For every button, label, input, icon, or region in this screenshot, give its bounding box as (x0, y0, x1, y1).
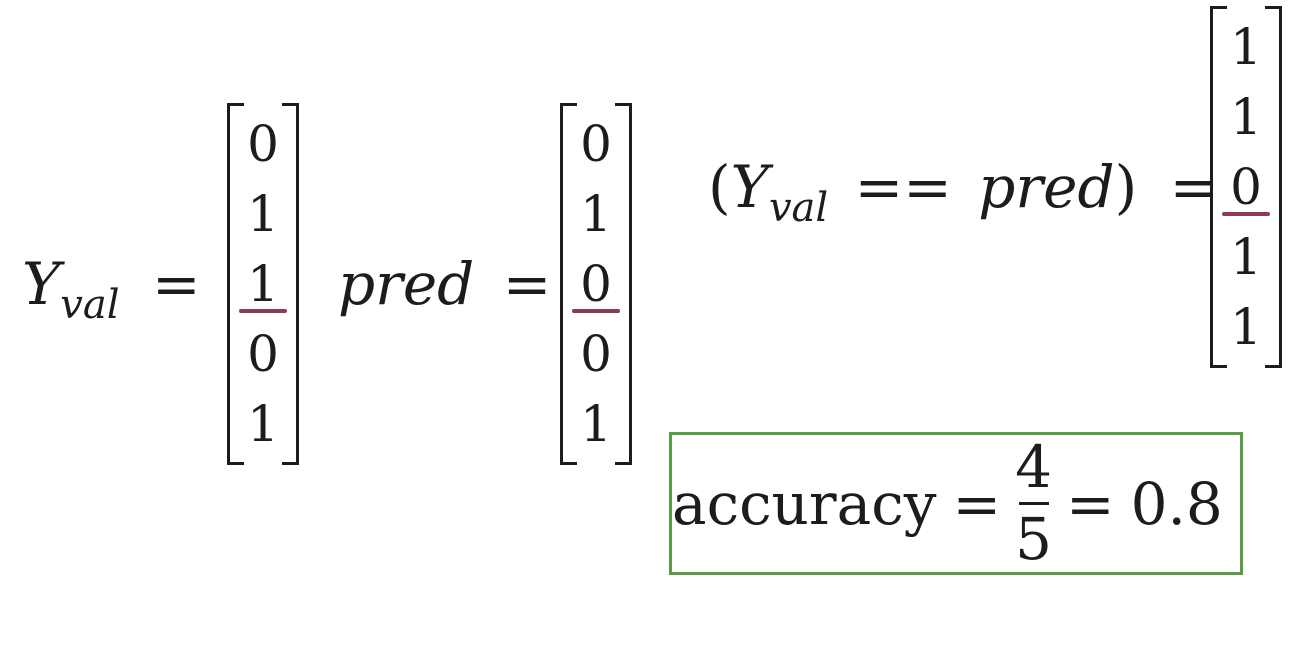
yval-cell-highlighted: 1 (239, 255, 287, 313)
pred-cell: 0 (580, 115, 612, 173)
accuracy-numerator: 4 (1015, 433, 1052, 502)
yval-equals: = (151, 250, 201, 318)
yval-symbol: Y (22, 250, 61, 318)
comparison-vector: 1 1 0 1 1 (1210, 6, 1282, 368)
comparison-cell: 1 (1230, 228, 1262, 286)
accuracy-label: accuracy (672, 469, 937, 538)
pred-cell: 0 (580, 325, 612, 383)
accuracy-denominator: 5 (1015, 505, 1052, 573)
comparison-cells: 1 1 0 1 1 (1210, 12, 1282, 362)
yval-cell: 1 (247, 185, 279, 243)
yval-vector: 0 1 1 0 1 (227, 103, 299, 465)
comparison-cell: 1 (1230, 298, 1262, 356)
accuracy-fraction: 4 5 (1015, 437, 1052, 570)
yval-right-bracket (282, 103, 299, 465)
fraction-bar (1018, 502, 1049, 505)
pred-symbol: pred (338, 250, 475, 318)
pred-vector: 0 1 0 0 1 (560, 103, 632, 465)
comparison-left-bracket (1210, 6, 1227, 368)
pred-equals: = (502, 250, 552, 318)
pred-cells: 0 1 0 0 1 (560, 109, 632, 459)
comparison-close-paren: ) (1114, 153, 1138, 221)
yval-cell: 1 (247, 395, 279, 453)
comparison-cell: 1 (1230, 88, 1262, 146)
comparison-label: (Yval == pred) = (708, 158, 1218, 228)
pred-cell: 1 (580, 395, 612, 453)
comparison-rhs: pred (978, 153, 1115, 221)
accuracy-result: 0.8 (1130, 469, 1223, 538)
comparison-symbol: Y (730, 153, 769, 221)
yval-label: Yval = (22, 255, 201, 325)
comparison-subscript: val (768, 185, 829, 231)
yval-cell: 0 (247, 325, 279, 383)
accuracy-box (669, 432, 1243, 575)
pred-label: pred = (338, 255, 551, 313)
comparison-operator: == (854, 153, 952, 221)
comparison-cell: 1 (1230, 18, 1262, 76)
yval-subscript: val (60, 282, 120, 328)
comparison-cell-highlighted: 0 (1222, 158, 1270, 216)
yval-cell: 0 (247, 115, 279, 173)
comparison-open-paren: ( (708, 153, 731, 221)
pred-right-bracket (615, 103, 632, 465)
pred-left-bracket (560, 103, 577, 465)
yval-cells: 0 1 1 0 1 (227, 109, 299, 459)
yval-left-bracket (227, 103, 244, 465)
pred-cell-highlighted: 0 (572, 255, 620, 313)
comparison-right-bracket (1265, 6, 1282, 368)
accuracy-formula: accuracy = 4 5 = 0.8 (672, 432, 1223, 575)
pred-cell: 1 (580, 185, 612, 243)
accuracy-equals: = (952, 469, 1002, 538)
accuracy-equals-2: = (1065, 469, 1115, 538)
